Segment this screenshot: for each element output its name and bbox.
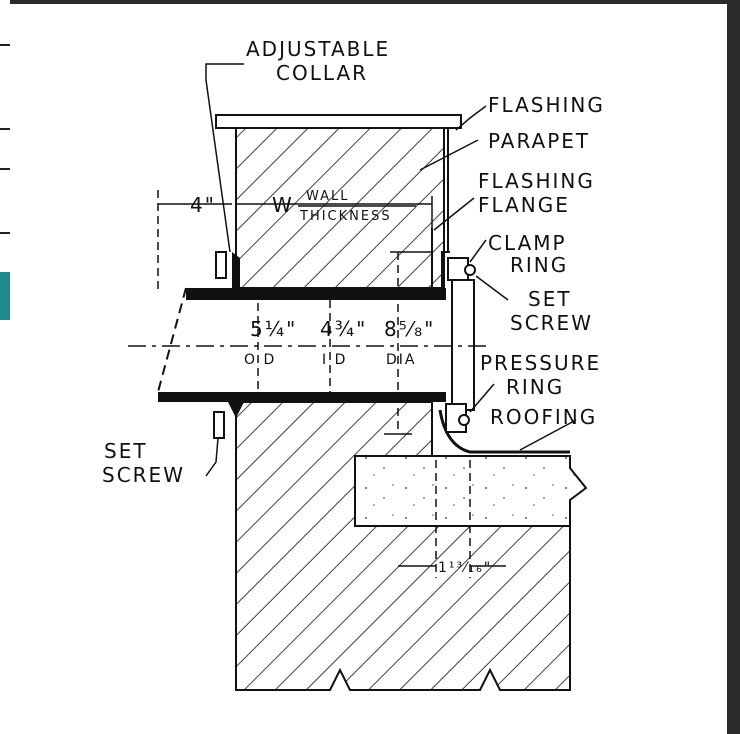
label-set-2: SET bbox=[104, 439, 148, 463]
left-margin-strip bbox=[0, 0, 10, 734]
label-collar: COLLAR bbox=[276, 61, 368, 85]
coping-cap bbox=[215, 114, 462, 129]
label-pressure: PRESSURE bbox=[480, 351, 601, 375]
label-thickness: THICKNESS bbox=[299, 209, 392, 224]
label-dia: DIA bbox=[386, 352, 417, 368]
collar-bolt-lower bbox=[213, 411, 225, 439]
label-roofing: ROOFING bbox=[490, 405, 597, 429]
roofing-membrane bbox=[438, 409, 570, 454]
label-clamp: CLAMP bbox=[488, 231, 567, 255]
teal-tab bbox=[0, 272, 10, 320]
leader-adjustable-collar bbox=[205, 63, 244, 253]
pressure-ring-bolt bbox=[458, 414, 470, 426]
label-od: O D bbox=[244, 352, 276, 368]
pipe-outer bbox=[186, 288, 446, 300]
pressure-ring-plate bbox=[451, 279, 475, 411]
label-dia-value: 8⁵⁄₈" bbox=[384, 317, 435, 341]
label-adjustable: ADJUSTABLE bbox=[246, 37, 390, 61]
adjustable-collar-upper bbox=[232, 252, 240, 288]
label-id-value: 4¾" bbox=[320, 317, 367, 341]
label-flashing-top: FLASHING bbox=[488, 93, 605, 117]
pipe-outer-lower bbox=[158, 392, 446, 402]
label-four-inch: 4" bbox=[190, 193, 216, 217]
adjustable-collar-lower bbox=[228, 402, 244, 418]
label-screw-1: SCREW bbox=[510, 311, 593, 335]
clamp-bolt bbox=[464, 264, 476, 276]
margin-rule bbox=[0, 44, 10, 46]
leader-clamp-ring bbox=[469, 239, 487, 263]
label-ring-2: RING bbox=[506, 375, 564, 399]
margin-rule bbox=[0, 232, 10, 234]
label-ring: RING bbox=[510, 253, 568, 277]
leader-set-screw bbox=[475, 275, 509, 301]
parapet-wall bbox=[235, 127, 445, 289]
leader-flashing-flange bbox=[433, 197, 475, 231]
label-slot-width: 1¹³⁄₁₆" bbox=[438, 560, 492, 576]
label-flashing-2: FLASHING bbox=[478, 169, 595, 193]
leader-pressure-ring bbox=[469, 383, 495, 413]
label-od-value: 5¼" bbox=[250, 317, 297, 341]
pipe-broken-end bbox=[157, 287, 187, 393]
label-screw-2: SCREW bbox=[102, 463, 185, 487]
margin-rule bbox=[0, 168, 10, 170]
leader-parapet bbox=[419, 139, 479, 171]
label-id: I D bbox=[322, 352, 347, 368]
label-parapet: PARAPET bbox=[488, 129, 590, 153]
margin-rule bbox=[0, 128, 10, 130]
label-wall: WALL bbox=[306, 189, 350, 204]
label-w: W bbox=[272, 193, 294, 217]
leader-flashing bbox=[455, 105, 487, 131]
label-set-1: SET bbox=[528, 287, 572, 311]
label-flange: FLANGE bbox=[478, 193, 570, 217]
leader-roofing bbox=[519, 419, 577, 451]
leader-set-screw-lower bbox=[205, 437, 219, 477]
lower-wall bbox=[235, 401, 571, 691]
collar-bolt-upper bbox=[215, 251, 227, 279]
